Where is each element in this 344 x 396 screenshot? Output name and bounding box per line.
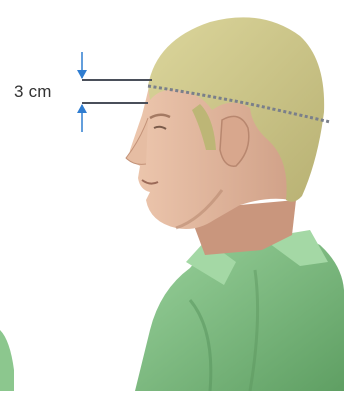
arrowhead-up-icon [77,104,87,113]
arrowhead-down-icon [77,70,87,79]
partial-figure-left [0,330,14,391]
measurement-label: 3 cm [14,82,52,102]
